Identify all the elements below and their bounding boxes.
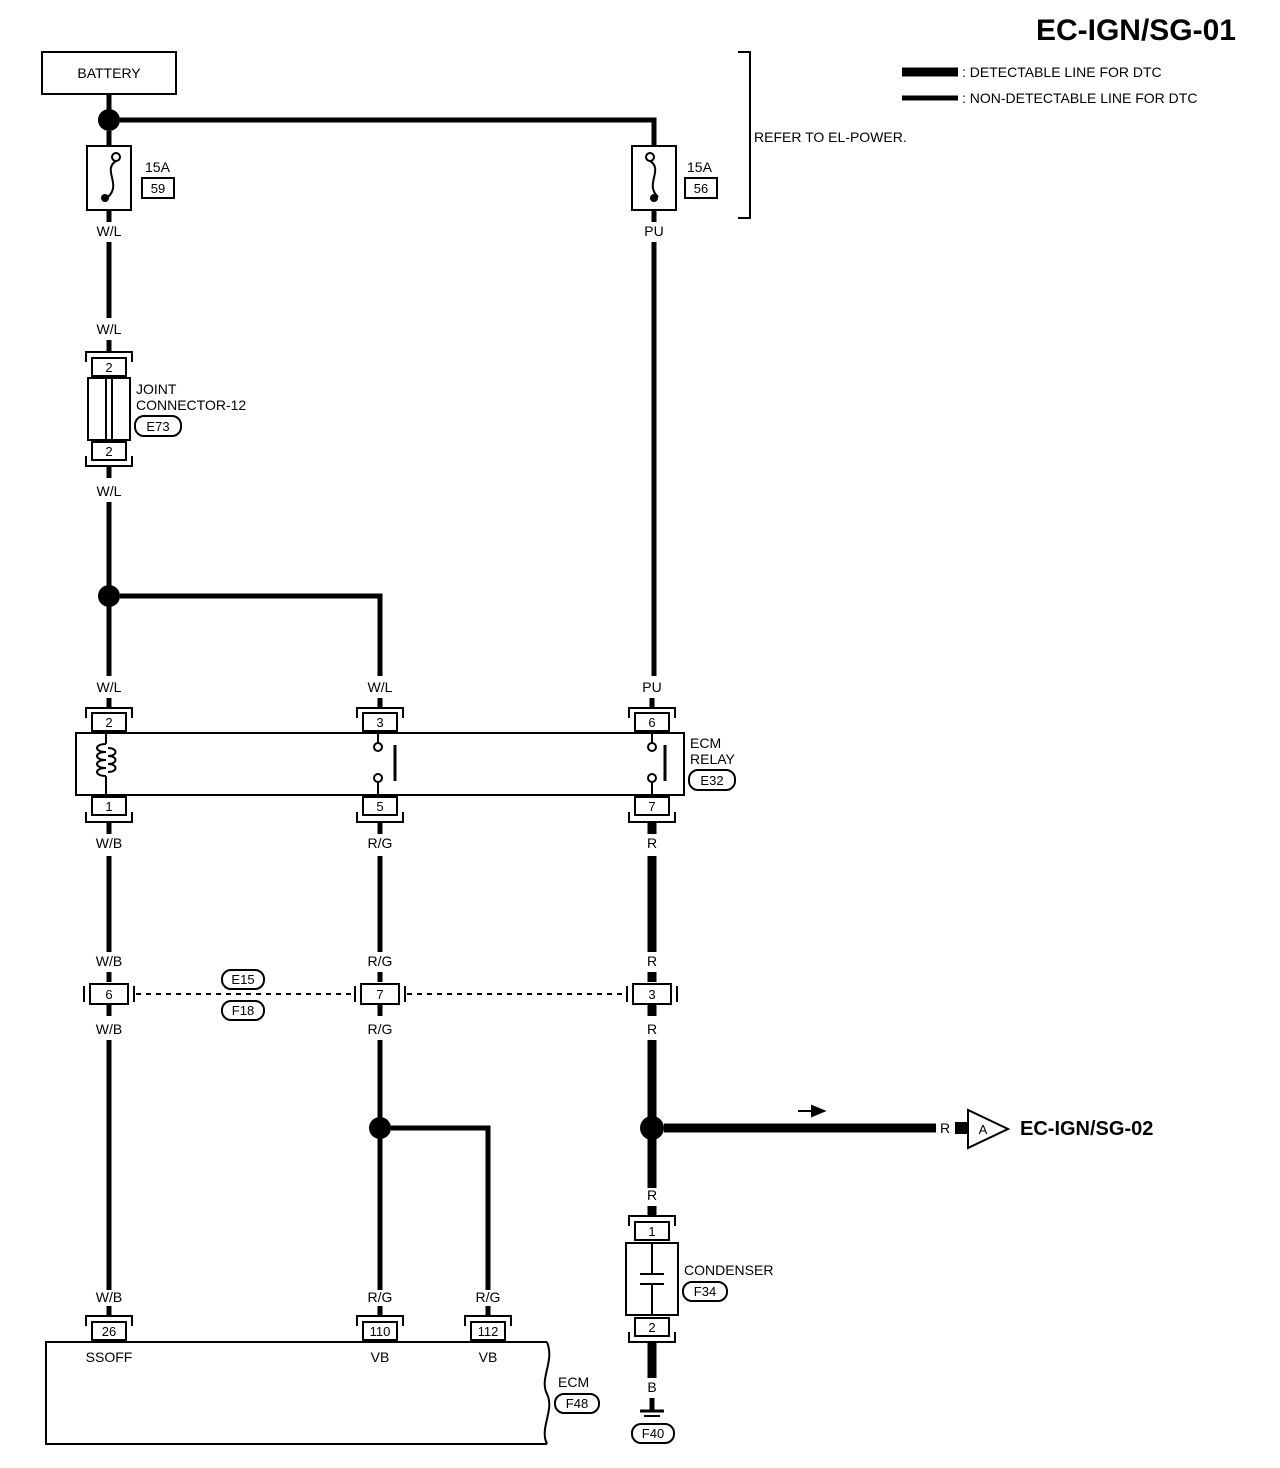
wire-rg-branch — [391, 1125, 491, 1290]
fuse-56-wire: PU — [644, 223, 663, 239]
joint-pin-top: 2 — [105, 360, 112, 375]
fuse-56 — [631, 145, 677, 211]
relay-pin-1: 1 — [105, 799, 112, 814]
ecm-name: ECM — [558, 1374, 589, 1390]
relay-code: E32 — [700, 773, 723, 788]
fuse-59 — [86, 145, 132, 211]
relay-wire-bottom-7: R — [647, 835, 657, 851]
relay-wire-top-3: W/L — [368, 679, 393, 695]
ecm-code: F48 — [566, 1396, 588, 1411]
refer-note: REFER TO EL-POWER. — [754, 129, 907, 145]
ecm-pin-name-vb-112: VB — [479, 1349, 498, 1365]
ecm-code-box — [554, 1393, 600, 1414]
ecm-pin-name-vb-110: VB — [371, 1349, 390, 1365]
ground-code: F40 — [642, 1426, 664, 1441]
joint-name-line1: JOINT — [136, 381, 177, 397]
offpage-letter: A — [979, 1122, 988, 1137]
relay-pin-2: 2 — [105, 715, 112, 730]
relay-wire-top-6: PU — [642, 679, 661, 695]
ecm-wire-110: R/G — [368, 1289, 393, 1305]
condenser-pin-bottom: 2 — [648, 1320, 655, 1335]
offpage-terminal — [955, 1122, 967, 1134]
relay-name-line2: RELAY — [690, 751, 736, 767]
relay-name-line1: ECM — [690, 735, 721, 751]
relay-wire-bottom-5: R/G — [368, 835, 393, 851]
splice-r — [640, 1116, 664, 1140]
ecm-pin-110: 110 — [370, 1324, 391, 1339]
condenser-name: CONDENSER — [684, 1262, 773, 1278]
ground-icon — [640, 1409, 664, 1417]
condenser-wire-in: R — [647, 1187, 657, 1203]
joint-pin-bottom: 2 — [105, 444, 112, 459]
harness-pin-6: 6 — [105, 987, 112, 1002]
ecm-relay — [75, 707, 685, 823]
condenser-wire-out: B — [647, 1379, 656, 1395]
condenser-code: F34 — [694, 1284, 716, 1299]
legend-detectable-label: : DETECTABLE LINE FOR DTC — [962, 64, 1162, 80]
ecm-wire-26: W/B — [96, 1289, 122, 1305]
fuse-56-number-box — [684, 177, 718, 199]
relay-pin-6: 6 — [648, 715, 655, 730]
joint-connector-12 — [85, 351, 133, 467]
battery-box — [41, 51, 177, 95]
relay-wire-top-2: W/L — [97, 679, 122, 695]
joint-wire-out: W/L — [97, 483, 122, 499]
fuse-59-rating: 15A — [145, 159, 171, 175]
condenser — [625, 1215, 679, 1343]
harness-wire-bottom-7: R/G — [368, 1021, 393, 1037]
offpage-target: EC-IGN/SG-02 — [1020, 1118, 1153, 1140]
flow-arrow-icon — [798, 1104, 827, 1118]
fuse-59-number-box — [141, 177, 175, 199]
harness-code-bottom: F18 — [232, 1003, 254, 1018]
joint-wire-in: W/L — [97, 321, 122, 337]
battery-label: BATTERY — [77, 65, 141, 81]
fuse-56-rating: 15A — [687, 159, 713, 175]
relay-code-box — [688, 769, 736, 791]
condenser-code-box — [682, 1281, 728, 1302]
harness-wire-top-7: R/G — [368, 953, 393, 969]
splice-wl — [98, 585, 120, 607]
joint-code-box — [134, 415, 182, 437]
fuse-59-wire: W/L — [97, 223, 122, 239]
relay-wire-bottom-1: W/B — [96, 835, 122, 851]
ecm-unit — [45, 1315, 551, 1445]
wire-battery-to-fuse56 — [120, 117, 657, 146]
relay-pin-3: 3 — [376, 715, 383, 730]
harness-code-bottom-box — [221, 1000, 265, 1021]
legend-non-detectable-label: : NON-DETECTABLE LINE FOR DTC — [962, 90, 1197, 106]
splice-rg — [369, 1117, 391, 1139]
ground-code-box — [631, 1423, 675, 1444]
fuse-56-number: 56 — [694, 181, 708, 196]
offpage-wire: R — [940, 1120, 950, 1136]
harness-code-top-box — [221, 969, 265, 990]
ecm-wire-112: R/G — [476, 1289, 501, 1305]
relay-pin-5: 5 — [376, 799, 383, 814]
ecm-pin-name-ssoff: SSOFF — [86, 1349, 133, 1365]
fuse-59-number: 59 — [151, 181, 165, 196]
joint-code: E73 — [146, 419, 169, 434]
harness-wire-top-6: W/B — [96, 953, 122, 969]
splice-battery — [98, 109, 120, 131]
diagram-title: EC-IGN/SG-01 — [1036, 14, 1236, 47]
ecm-pin-112: 112 — [478, 1324, 499, 1339]
harness-pin-3: 3 — [648, 987, 655, 1002]
harness-pin-7: 7 — [376, 987, 383, 1002]
refer-bracket — [738, 51, 751, 219]
joint-name-line2: CONNECTOR-12 — [136, 397, 246, 413]
relay-pin-7: 7 — [648, 799, 655, 814]
wire-wl-branch — [120, 593, 383, 676]
harness-wire-bottom-3: R — [647, 1021, 657, 1037]
harness-code-top: E15 — [231, 972, 254, 987]
ecm-pin-26: 26 — [102, 1324, 116, 1339]
harness-wire-bottom-6: W/B — [96, 1021, 122, 1037]
offpage-arrow-icon — [967, 1108, 1011, 1150]
condenser-pin-top: 1 — [648, 1224, 655, 1239]
harness-wire-top-3: R — [647, 953, 657, 969]
